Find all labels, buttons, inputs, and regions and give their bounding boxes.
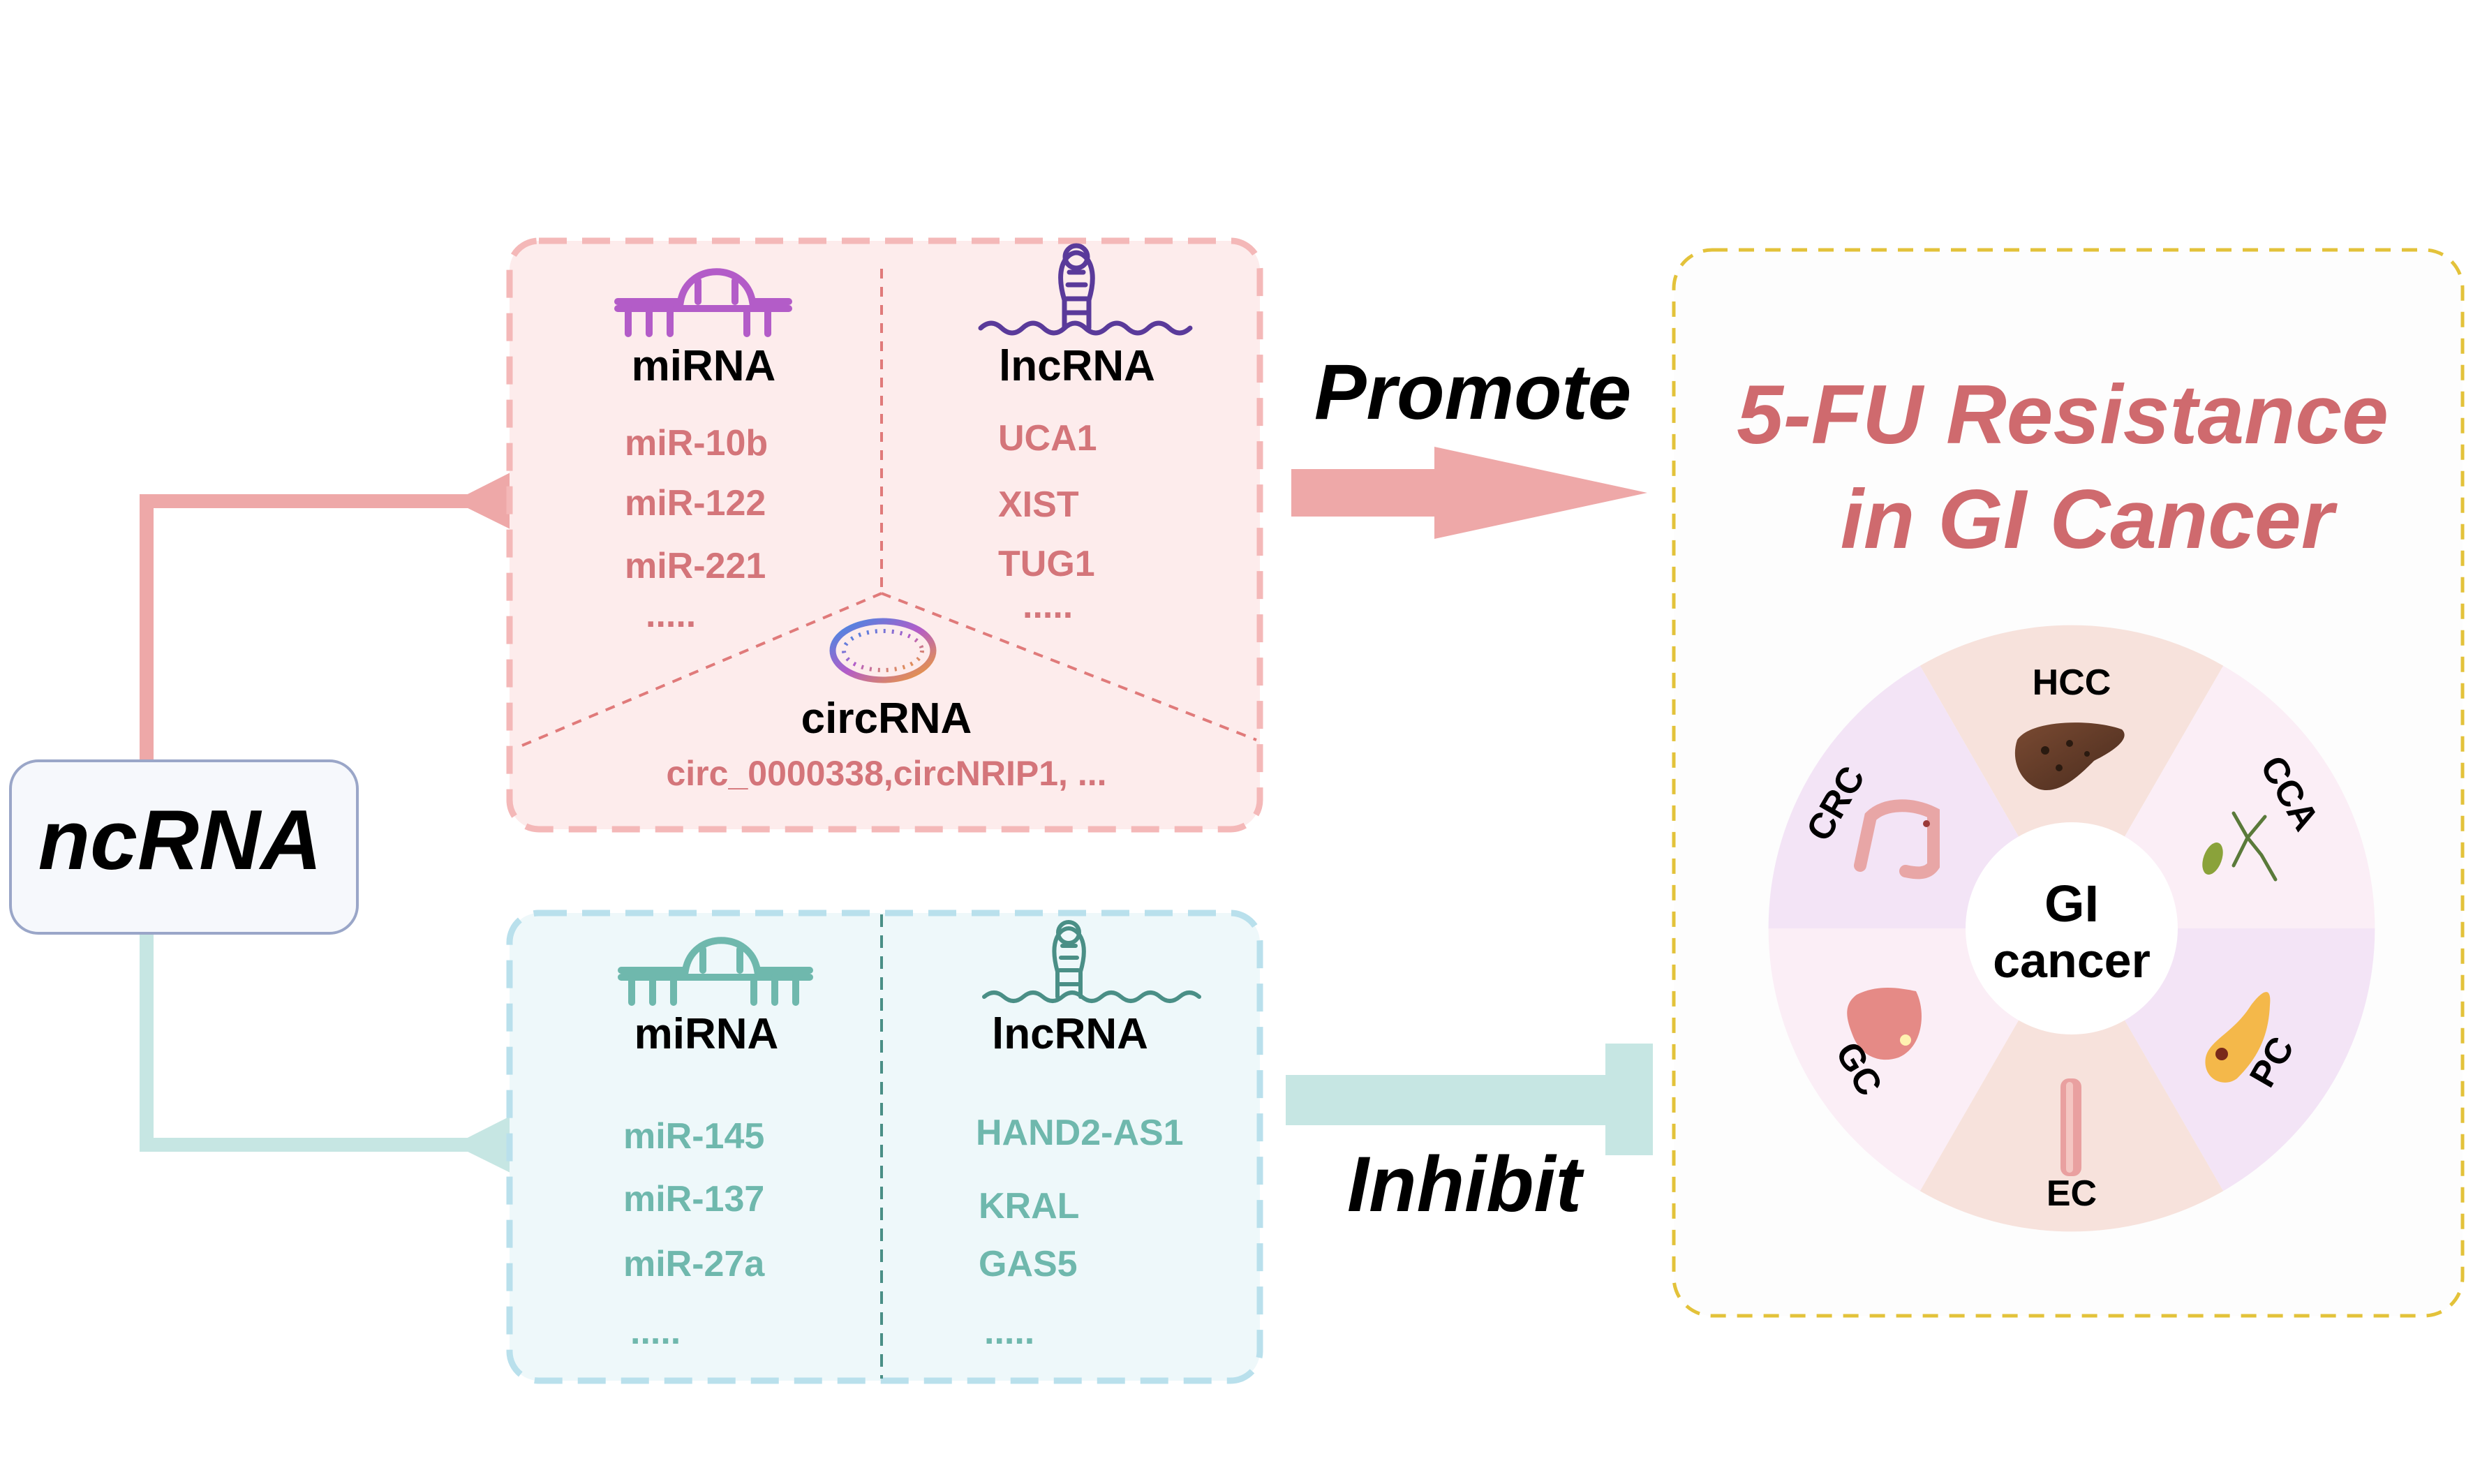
gi-cancer-wheel: HCC CCA PC EC GC CRC GI cancer bbox=[1768, 625, 2375, 1232]
list-item: miR-122 bbox=[625, 483, 766, 524]
liver-icon bbox=[2014, 722, 2125, 790]
list-item: miR-10b bbox=[625, 423, 768, 463]
list-item: miR-145 bbox=[623, 1116, 764, 1157]
promote-circrna-list: circ_0000338,circNRIP1, ... bbox=[666, 754, 1106, 793]
mirna-icon bbox=[614, 268, 792, 337]
list-item: GAS5 bbox=[979, 1244, 1078, 1284]
list-item: UCA1 bbox=[998, 418, 1097, 459]
colon-icon bbox=[1854, 799, 1940, 880]
result-title-line1: 5-FU Resistance bbox=[1737, 368, 2389, 461]
center-label-line2: cancer bbox=[1993, 933, 2151, 988]
inhibit-arrow: Inhibit bbox=[1286, 1044, 1653, 1228]
promote-circrna-title: circRNA bbox=[801, 695, 972, 743]
result-box: 5-FU Resistance in GI Cancer bbox=[1672, 248, 2465, 1318]
inhibit-mirna-list: miR-145 miR-137 miR-27a ..... bbox=[623, 1116, 765, 1352]
promote-mirna-title: miRNA bbox=[632, 342, 776, 390]
ncrna-node: ncRNA bbox=[9, 759, 359, 935]
list-item: miR-27a bbox=[623, 1244, 765, 1284]
inhibit-mirna-title: miRNA bbox=[634, 1010, 779, 1058]
list-item: miR-137 bbox=[623, 1179, 764, 1219]
promote-lncrna-list: UCA1 XIST TUG1 ..... bbox=[998, 418, 1097, 626]
stomach-icon bbox=[1847, 988, 1922, 1060]
pancreas-icon bbox=[2205, 992, 2271, 1083]
circrna-icon bbox=[829, 618, 937, 683]
result-title-line2: in GI Cancer bbox=[1841, 473, 2338, 566]
list-item: XIST bbox=[998, 484, 1079, 525]
list-item: KRAL bbox=[979, 1186, 1079, 1226]
promote-lncrna-title: lncRNA bbox=[999, 342, 1155, 390]
lncrna-icon bbox=[978, 243, 1193, 336]
list-item: miR-221 bbox=[625, 546, 766, 586]
list-item: TUG1 bbox=[998, 544, 1095, 584]
ncrna-label: ncRNA bbox=[38, 792, 322, 887]
lncrna-icon bbox=[982, 920, 1201, 1003]
segment-label-ec: EC bbox=[2047, 1173, 2097, 1214]
inhibit-label: Inhibit bbox=[1347, 1141, 1585, 1228]
promote-connector bbox=[140, 471, 513, 761]
mirna-icon bbox=[618, 937, 813, 1006]
bile-duct-icon bbox=[2202, 811, 2278, 882]
promote-mirna-list: miR-10b miR-122 miR-221 ..... bbox=[625, 423, 768, 635]
list-item: ..... bbox=[1023, 586, 1073, 626]
list-item: ..... bbox=[630, 1312, 681, 1352]
inhibit-connector bbox=[140, 928, 513, 1174]
promote-divider-right bbox=[881, 592, 1257, 741]
promote-arrow: Promote bbox=[1291, 348, 1647, 539]
esophagus-icon bbox=[2060, 1078, 2081, 1176]
center-label-line1: GI bbox=[2044, 875, 2099, 933]
promote-ncrna-box: miRNA miR-10b miR-122 miR-221 ..... lncR… bbox=[506, 237, 1263, 833]
promote-label: Promote bbox=[1314, 348, 1631, 436]
inhibit-ncrna-box: miRNA miR-145 miR-137 miR-27a ..... lncR… bbox=[506, 910, 1263, 1384]
inhibit-lncrna-list: HAND2-AS1 KRAL GAS5 ..... bbox=[976, 1113, 1184, 1352]
list-item: HAND2-AS1 bbox=[976, 1113, 1184, 1153]
inhibit-lncrna-title: lncRNA bbox=[992, 1010, 1148, 1058]
list-item: ..... bbox=[646, 595, 696, 635]
wheel-center bbox=[1966, 822, 2178, 1034]
segment-label-hcc: HCC bbox=[2033, 662, 2111, 703]
list-item: ..... bbox=[984, 1312, 1034, 1352]
